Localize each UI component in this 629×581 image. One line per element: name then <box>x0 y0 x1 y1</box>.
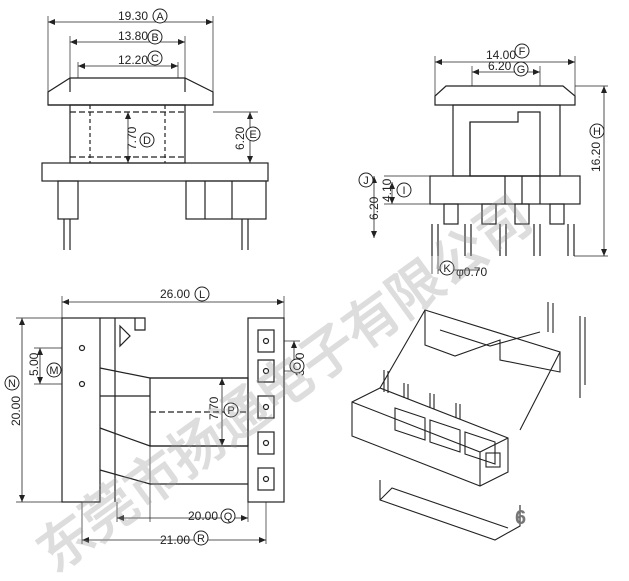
dimension-value-d: 7.70 <box>125 126 139 150</box>
dimension-tag-letter: Q <box>224 511 233 523</box>
bottom-view-dimensions <box>19 299 297 543</box>
front-view <box>41 16 269 250</box>
dimension-tag-circle <box>223 402 239 418</box>
dimension-tag-letter: C <box>151 53 159 65</box>
dimension-tag-circle <box>245 126 261 142</box>
dimension-value-e: 6.20 <box>233 126 247 150</box>
dimension-tag-circle <box>46 362 62 378</box>
dimension-tag-circle <box>358 172 374 188</box>
dimension-tag-circle <box>194 286 210 302</box>
dimension-tag-letter: P <box>227 405 234 417</box>
dimension-tag-circle <box>439 260 455 276</box>
isometric-view <box>351 302 586 541</box>
dimension-value-g: 6.20 <box>488 59 512 73</box>
page-number: 6 <box>515 507 526 529</box>
front-view-dimensions <box>48 19 253 163</box>
dimension-tag-circle <box>513 61 529 77</box>
dimension-value-k: φ0.70 <box>456 265 487 279</box>
dimension-tag-letter: H <box>593 126 601 138</box>
dimension-tag-letter: R <box>197 533 205 545</box>
dimension-value-l: 26.00 <box>160 287 190 301</box>
dimension-tag-circle <box>147 29 163 45</box>
dimension-value-n: 20.00 <box>9 396 23 426</box>
dimension-value-j: 6.20 <box>367 196 381 220</box>
dimension-tag-letter: D <box>143 135 151 147</box>
dimension-tag-letter: K <box>443 263 451 275</box>
dimension-tag-letter: O <box>293 361 302 373</box>
dimension-tag-circle <box>514 43 530 59</box>
dimension-tag-letter: G <box>517 64 526 76</box>
dimension-tag-letter: L <box>199 289 205 301</box>
dimension-tag-circle <box>4 375 20 391</box>
dimension-tag-letter: A <box>156 11 164 23</box>
side-view <box>384 56 608 274</box>
dimension-tag-circle <box>147 50 163 66</box>
dimension-tag-letter: M <box>49 365 58 377</box>
dimension-value-b: 13.80 <box>118 29 148 43</box>
dimension-value-i: 4.10 <box>380 178 394 202</box>
side-view-dimensions <box>371 59 607 271</box>
dimension-tag-circle <box>193 530 209 546</box>
dimension-value-c: 12.20 <box>118 53 148 67</box>
dimension-tag-circle <box>152 8 168 24</box>
watermark-text: 东莞市扬通电子有限公司 <box>26 184 544 581</box>
dimension-value-r: 21.00 <box>160 533 190 547</box>
dimension-tag-circle <box>589 123 605 139</box>
dimension-tag-circle <box>396 182 412 198</box>
dimension-tag-circle <box>139 132 155 148</box>
dimension-value-f: 14.00 <box>486 48 516 62</box>
dimension-tag-letter: I <box>402 185 405 197</box>
dimension-tag-letter: B <box>151 32 158 44</box>
dimension-tag-letter: E <box>249 129 256 141</box>
dimension-value-h: 16.20 <box>589 142 603 172</box>
dimension-tag-circle <box>289 358 305 374</box>
dimension-value-p: 7.70 <box>207 396 221 420</box>
dimension-value-a: 19.30 <box>118 9 148 23</box>
dimension-value-q: 20.00 <box>188 509 218 523</box>
dimension-tag-letter: F <box>519 46 526 58</box>
dimension-tag-circle <box>220 508 236 524</box>
dimension-tag-letter: N <box>8 378 16 390</box>
dimension-tag-letter: J <box>363 175 369 187</box>
dimension-value-m: 5.00 <box>27 352 41 376</box>
